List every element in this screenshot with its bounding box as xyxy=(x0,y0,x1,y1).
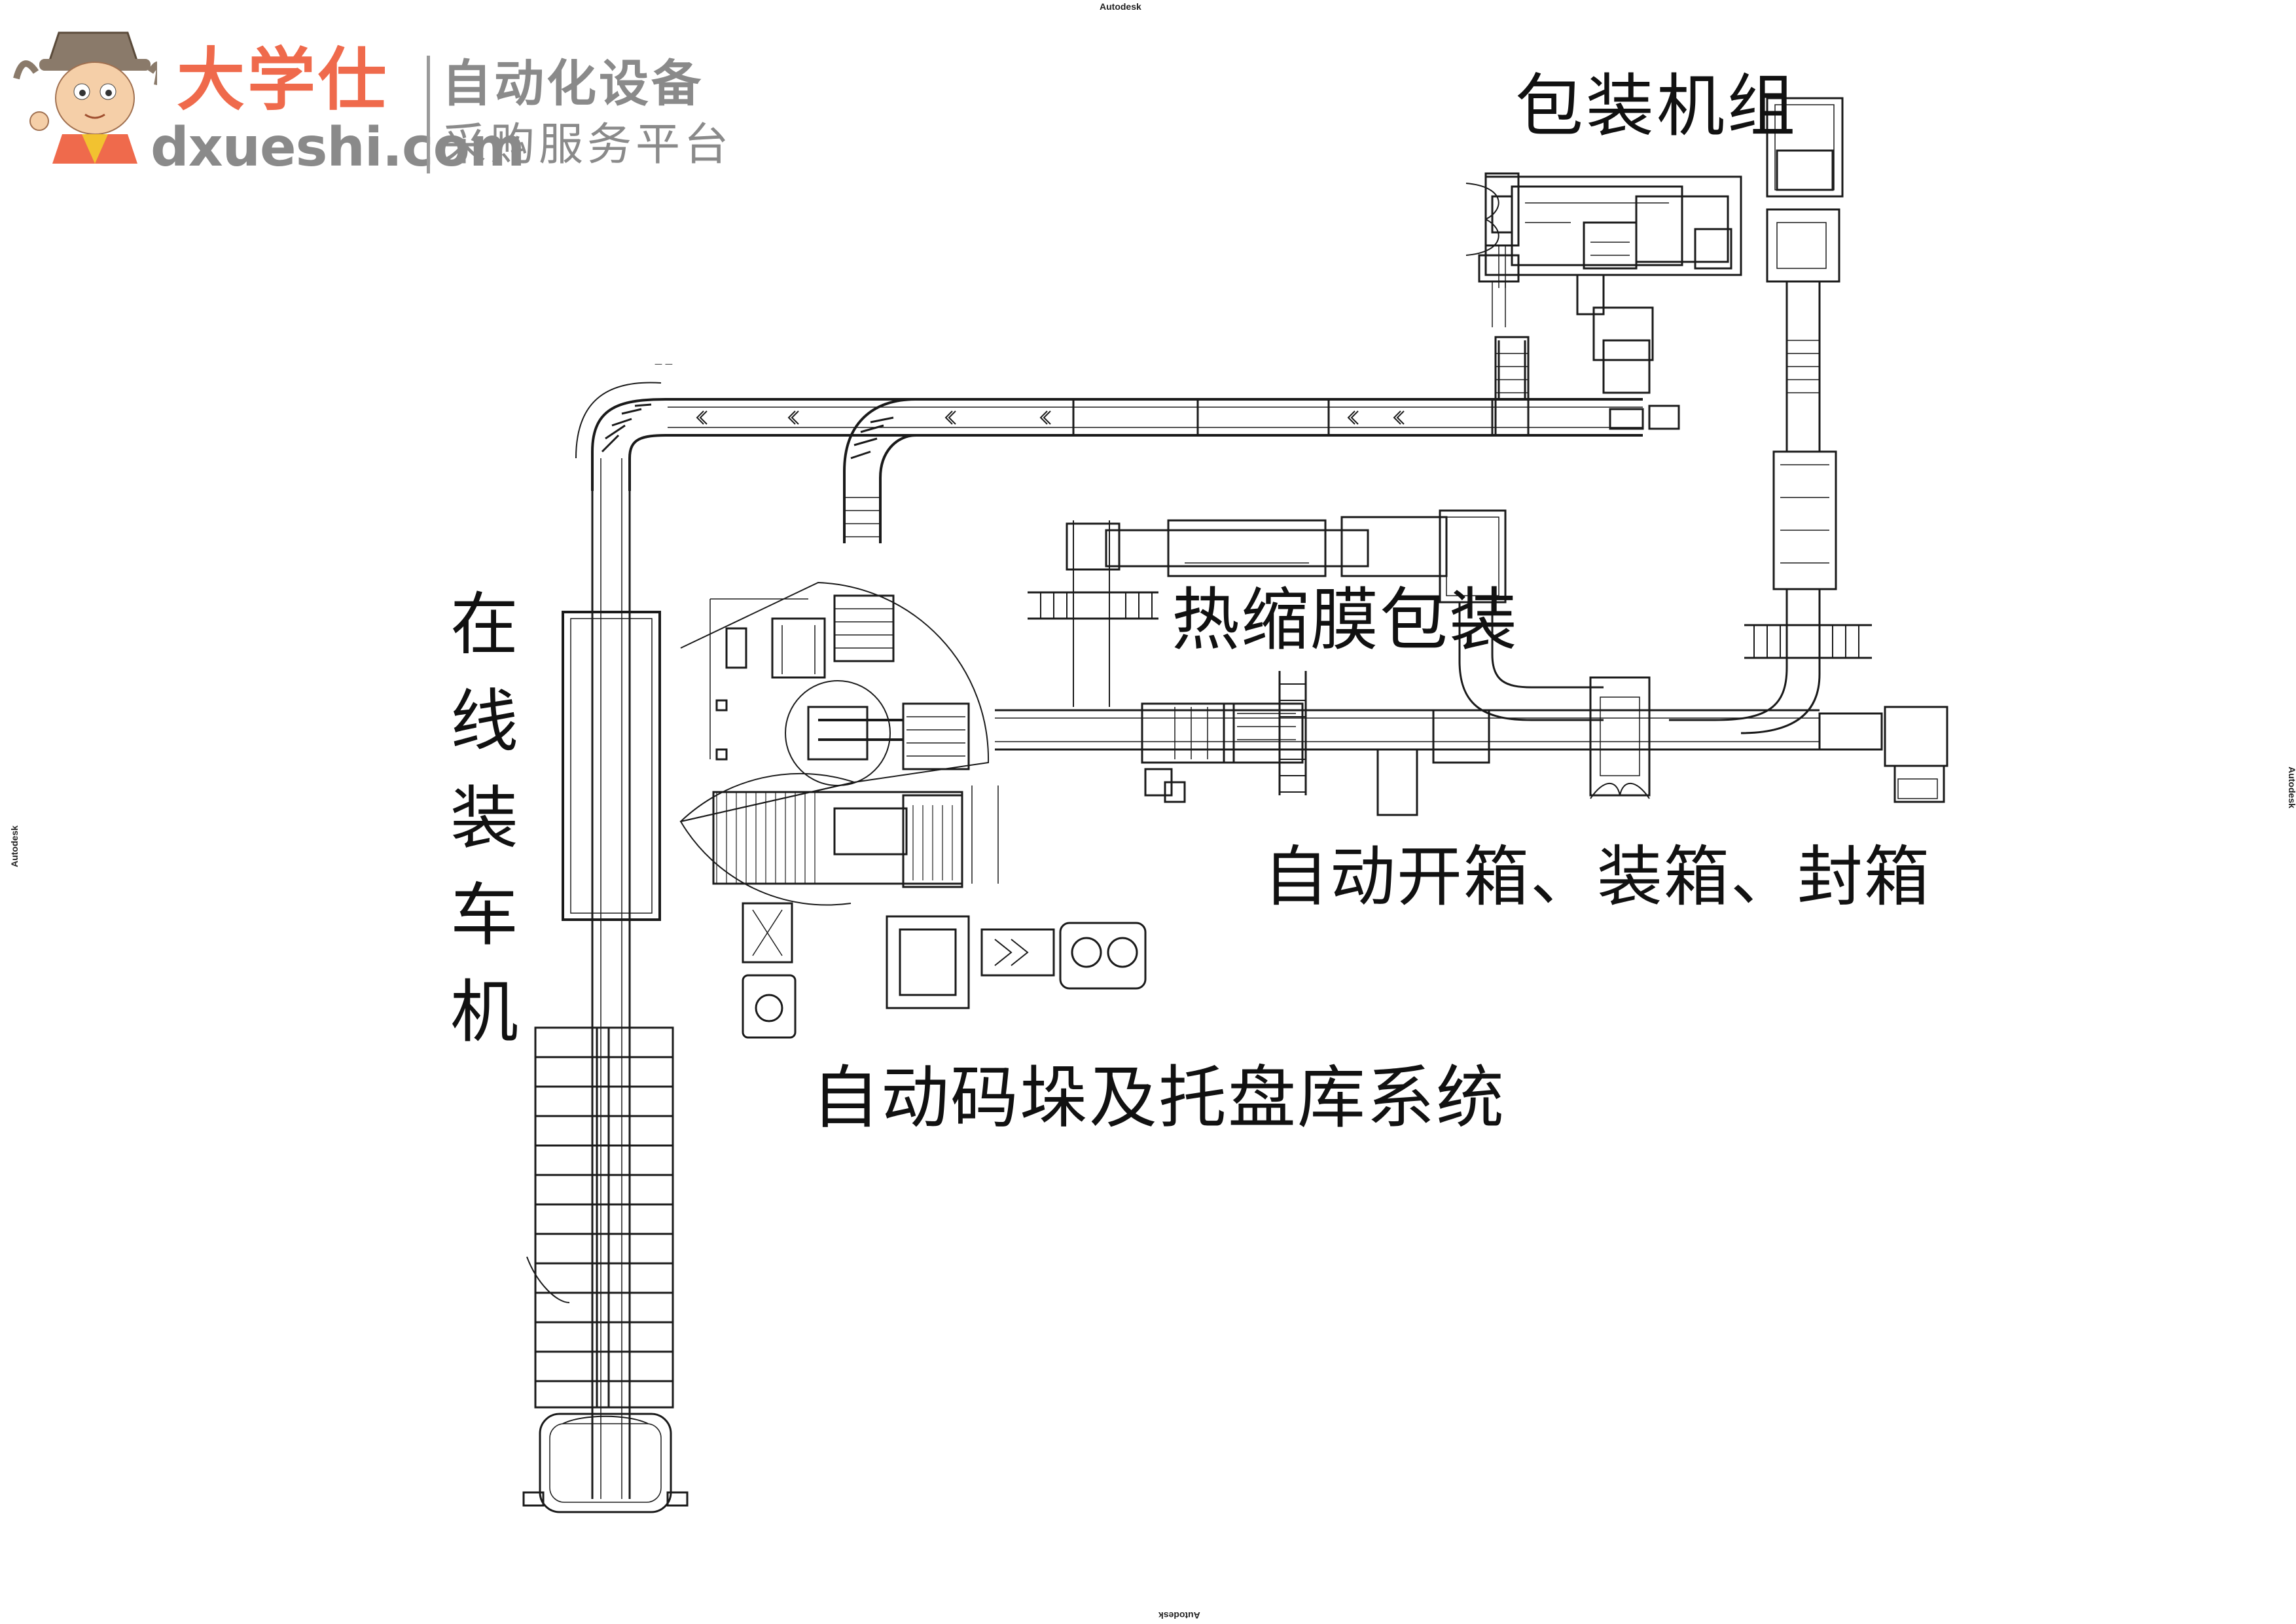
packing-side-feeder xyxy=(1478,172,1520,327)
packing-machine xyxy=(1465,175,1742,430)
shrink-ladder xyxy=(1028,591,1158,620)
scholar-mascot-icon xyxy=(13,31,157,164)
main-horizontal-conveyor xyxy=(668,398,1644,437)
brand-logo: 大学仕 dxueshi.com 自动化设备 采购服务平台 xyxy=(13,7,733,177)
main-curve-left xyxy=(575,382,694,491)
sheet-mark-right: Autodesk xyxy=(2286,767,2296,808)
palletizer-robot-envelope xyxy=(679,581,990,906)
right-vertical-conveyor xyxy=(1766,97,1844,661)
brand-divider xyxy=(427,56,430,173)
brand-name: 大学仕 xyxy=(177,40,389,120)
label-palletizing: 自动码垛及托盘库系统 xyxy=(812,1058,1506,1138)
brand-tagline-1: 自动化设备 xyxy=(442,54,704,113)
loader-vertical-conveyor xyxy=(591,458,631,1499)
loader-shuttle-frame xyxy=(562,611,661,921)
label-auto-boxing: 自动开箱、装箱、封箱 xyxy=(1263,839,1931,915)
truck-cab xyxy=(522,1413,689,1513)
truck-cargo-grid xyxy=(526,1026,674,1409)
svg-text:— —: — — xyxy=(655,359,673,369)
label-packing-unit: 包装机组 xyxy=(1515,66,1799,146)
pallet-magazine-grid xyxy=(712,785,999,888)
u-curve-conveyor xyxy=(1458,602,1821,734)
boxing-ladder xyxy=(1278,671,1307,795)
label-shrink-wrap: 热缩膜包装 xyxy=(1172,580,1519,660)
pallet-lift-b xyxy=(886,915,1147,1009)
brand-domain: dxueshi.com xyxy=(151,117,525,179)
shrink-wrap-machine xyxy=(1066,509,1507,707)
right-ladder-conveyor xyxy=(1744,624,1872,659)
brand-tagline-2: 采购服务平台 xyxy=(442,119,733,171)
pallet-placement-zone xyxy=(709,598,826,761)
palletizer-feed-curve xyxy=(833,398,917,662)
sheet-mark-left: Autodesk xyxy=(9,825,20,867)
boxing-conveyor xyxy=(995,676,1948,816)
label-online-loader: 在线装车机 xyxy=(450,585,518,1052)
pallet-lift-a xyxy=(742,902,797,1039)
sheet-mark-bottom: Autodesk xyxy=(1158,1610,1200,1621)
packing-feed-conveyor xyxy=(1494,336,1530,437)
sheet-mark-top: Autodesk xyxy=(1100,1,1141,12)
